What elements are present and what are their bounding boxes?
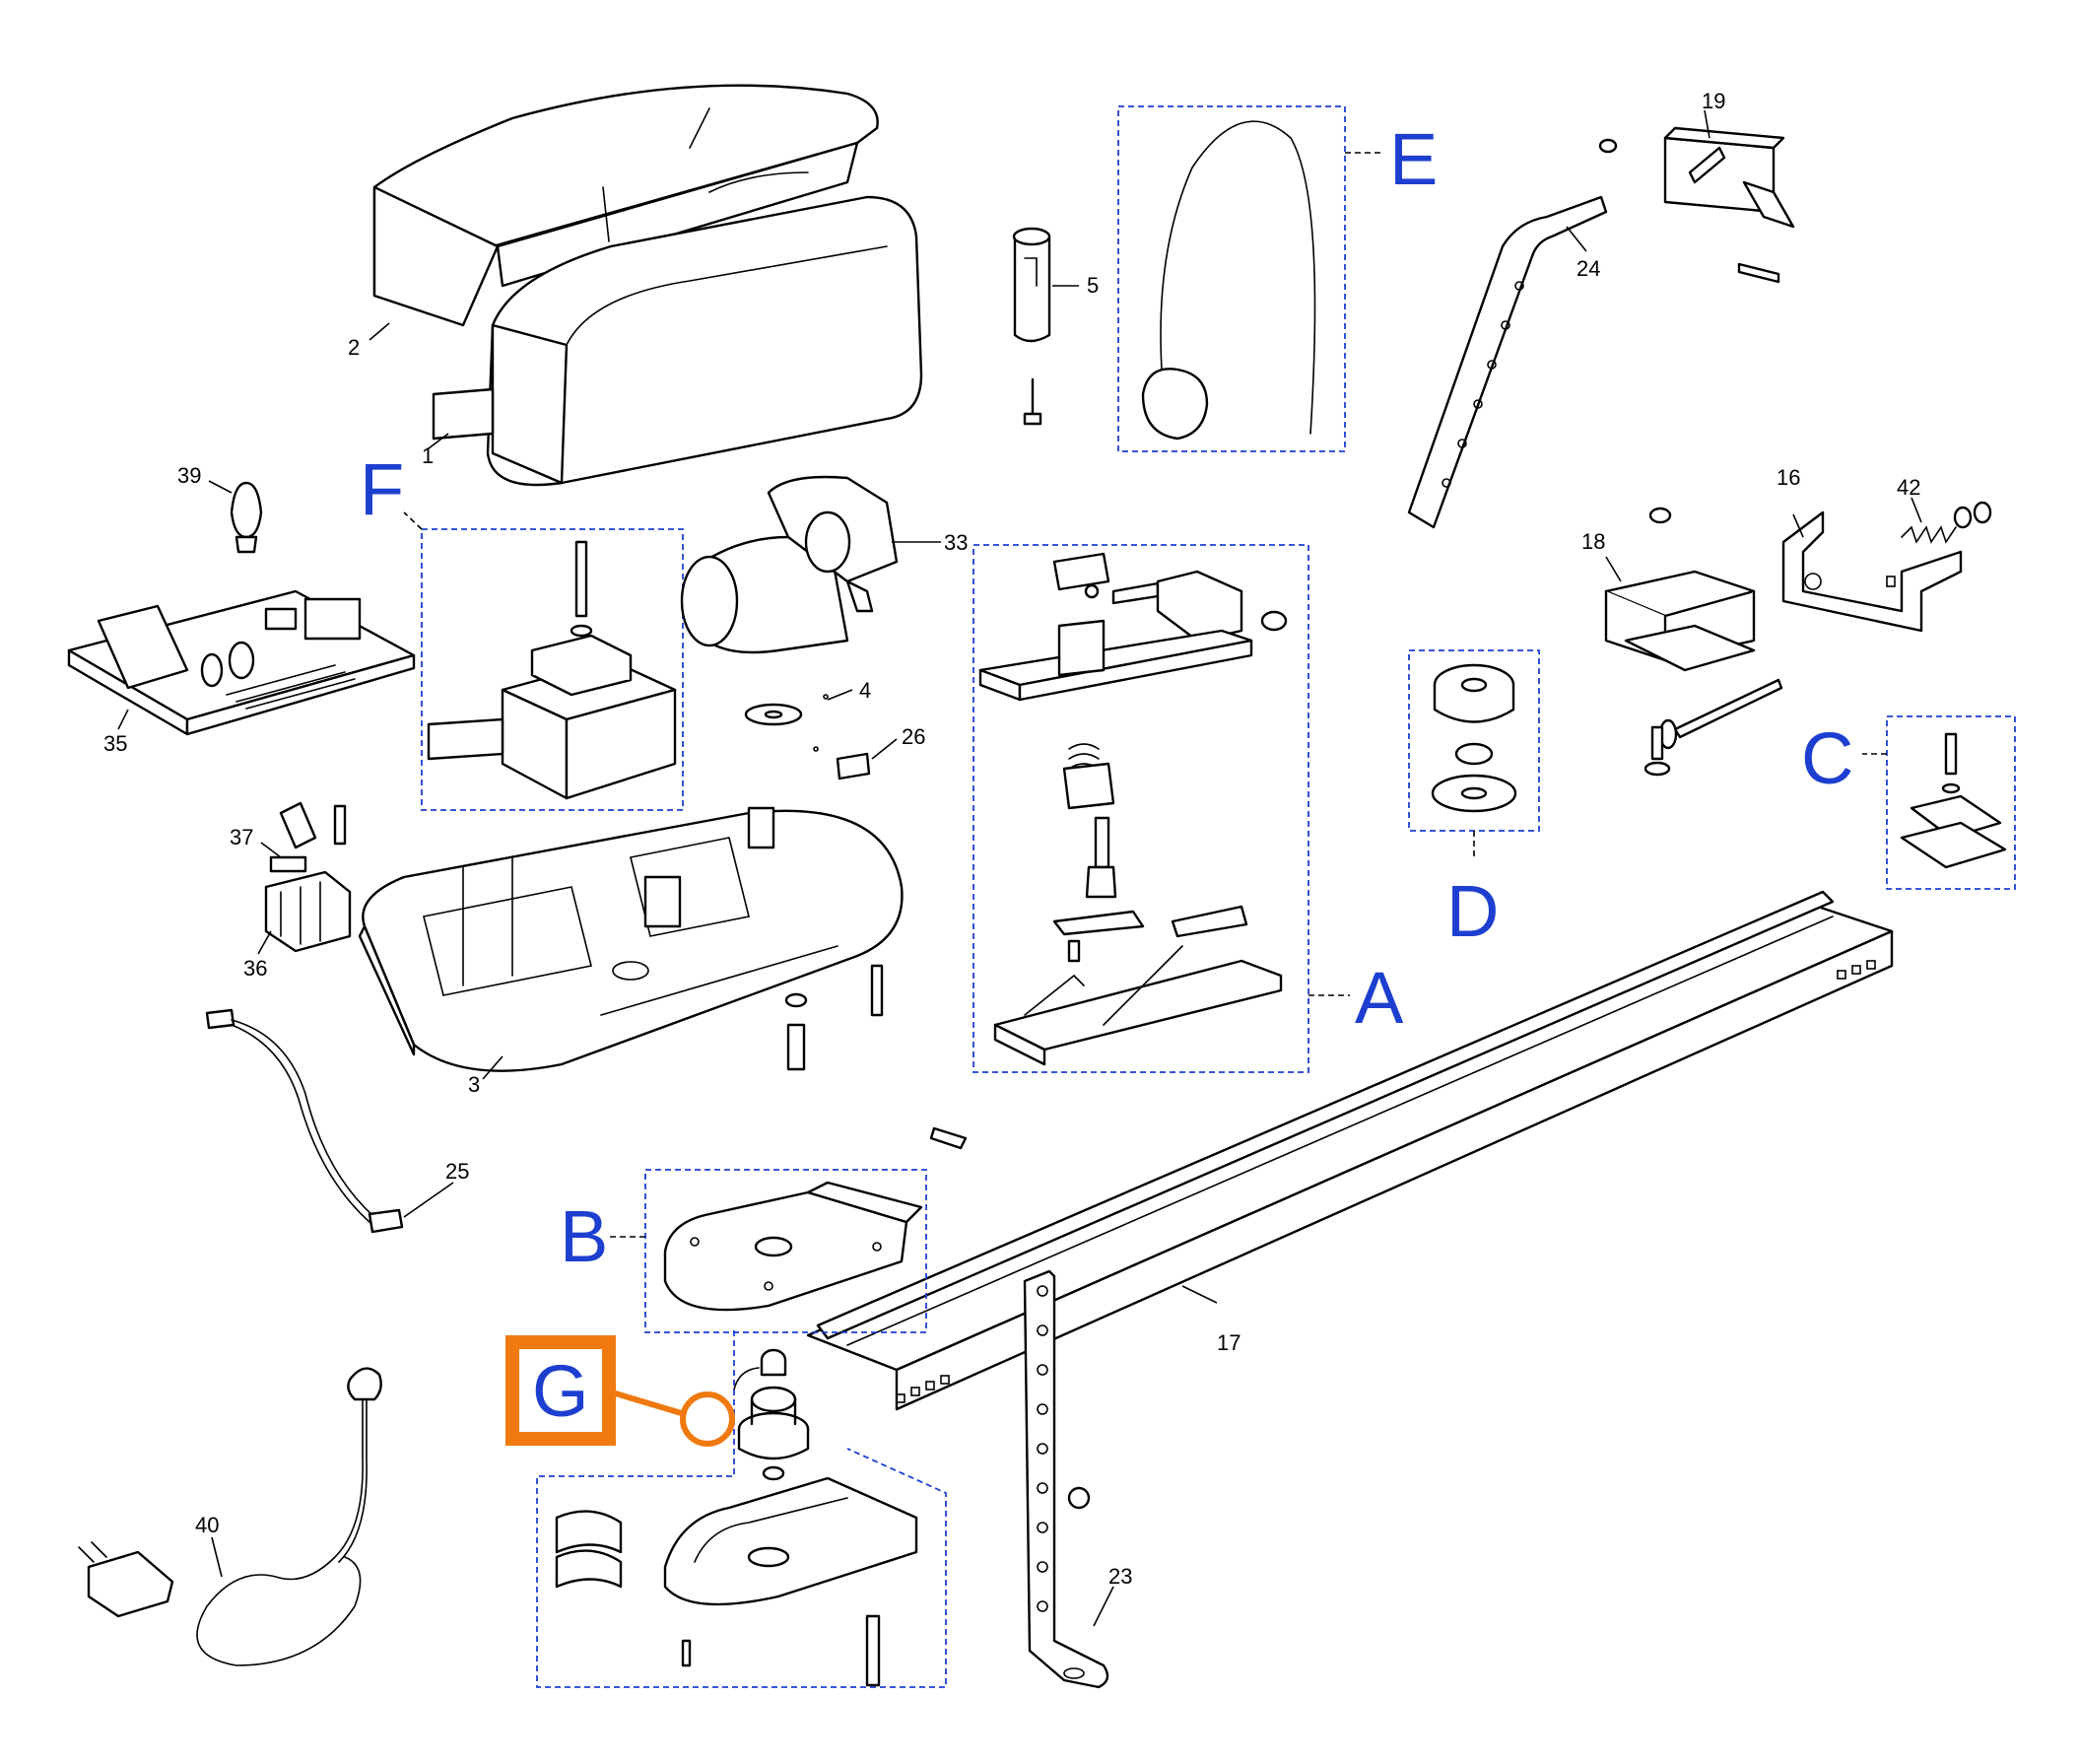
label-part-19: 19 [1702, 89, 1725, 113]
label-part-16: 16 [1777, 465, 1800, 490]
highlight-box [505, 1335, 616, 1446]
group-d-gear-set [1408, 649, 1540, 857]
part-35-control-board [67, 589, 416, 736]
part-3-base-plate [358, 806, 904, 1072]
part-39-bulb [230, 481, 263, 554]
highlight-group-g: G [505, 1335, 735, 1447]
group-label-a: A [1355, 957, 1404, 1039]
part-1-motor-housing [432, 171, 923, 487]
part-16-door-bracket [1781, 510, 1963, 633]
label-part-18: 18 [1581, 529, 1605, 554]
part-26-block [813, 746, 871, 780]
part-37-fuse-holder [269, 801, 347, 873]
group-f-transformer [403, 511, 684, 811]
group-a-carriage-assembly [972, 544, 1350, 1073]
part-4-washer [744, 694, 829, 726]
group-b-pulley-cover [606, 1169, 927, 1333]
group-c-clip-set [1862, 715, 2016, 890]
part-33-gear-motor [680, 475, 899, 654]
part-2-cover-lid [372, 84, 879, 327]
part-24-door-arm [1407, 195, 1608, 529]
label-part-33: 33 [944, 530, 968, 555]
label-part-4: 4 [859, 678, 871, 703]
group-letter-labels: A B C D E F [360, 118, 1853, 1277]
group-label-c: C [1801, 717, 1853, 799]
group-label-d: D [1446, 870, 1499, 952]
label-part-42: 42 [1897, 475, 1920, 500]
part-5-pulley-cap [1012, 227, 1051, 426]
label-part-24: 24 [1576, 256, 1600, 281]
long-bolt [1643, 678, 1783, 777]
label-part-17: 17 [1217, 1330, 1241, 1355]
part-23-hanger-strap [1023, 1269, 1109, 1689]
part-17-guide-rail [806, 890, 1894, 1411]
part-42-spring [1901, 501, 1992, 544]
label-part-5: 5 [1087, 273, 1099, 298]
sprocket-assembly [733, 1348, 810, 1481]
part-number-labels: 1 2 3 4 5 16 17 18 19 23 24 25 26 33 35 … [103, 89, 1920, 1589]
part-36-terminal-block [264, 870, 352, 953]
label-part-36: 36 [243, 956, 267, 981]
leader-lines [117, 109, 1922, 1627]
label-part-37: 37 [230, 825, 253, 849]
label-part-3: 3 [468, 1072, 480, 1097]
group-label-b: B [560, 1195, 608, 1277]
group-label-g: G [532, 1350, 589, 1432]
label-part-2: 2 [348, 335, 360, 360]
label-part-26: 26 [902, 724, 925, 749]
screws-near-base [784, 964, 968, 1150]
part-19-wall-bracket [1598, 126, 1795, 284]
part-40-power-cord [78, 1367, 382, 1666]
label-part-25: 25 [445, 1159, 469, 1184]
label-part-40: 40 [195, 1513, 219, 1537]
label-part-23: 23 [1108, 1564, 1132, 1589]
highlight-circle [680, 1391, 735, 1447]
part-25-cable [205, 1008, 404, 1234]
group-e-release-cord [1117, 105, 1384, 452]
group-label-f: F [360, 448, 404, 530]
group-label-e: E [1389, 118, 1438, 200]
group-g-lower-cover [536, 1330, 947, 1688]
highlight-leader [608, 1389, 686, 1417]
label-part-39: 39 [177, 463, 201, 488]
label-part-35: 35 [103, 731, 127, 756]
label-part-1: 1 [422, 443, 434, 468]
part-18-plate-bracket [1604, 507, 1756, 672]
